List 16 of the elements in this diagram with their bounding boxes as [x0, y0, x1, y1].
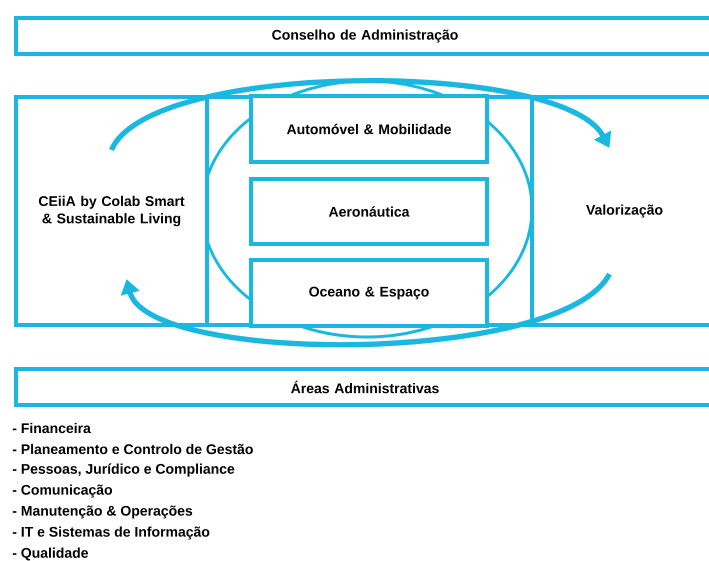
list-item: - Comunicação — [12, 484, 112, 498]
sector-box: Aeronáutica — [249, 177, 489, 246]
side-box: CEiiA by Colab Smart & Sustainable Living — [14, 95, 209, 327]
cycle-arrow — [109, 78, 612, 152]
list-item: - Qualidade — [12, 548, 88, 560]
header-box: Conselho de Administração — [14, 16, 709, 56]
sector-box: Automóvel & Mobilidade — [249, 94, 489, 164]
cycle-arrow — [120, 272, 612, 348]
sector-box: Oceano & Espaço — [249, 258, 489, 328]
list-item: - Planeamento e Controlo de Gestão — [12, 444, 253, 454]
side-box: Valorização — [530, 95, 709, 327]
list-item: - Pessoas, Jurídico e Compliance — [12, 463, 234, 477]
list-item: - IT e Sistemas de Informação — [12, 526, 210, 540]
list-item: - Manutenção & Operações — [12, 506, 192, 518]
list-item: - Financeira — [12, 422, 91, 434]
header-box: Áreas Administrativas — [14, 367, 709, 407]
